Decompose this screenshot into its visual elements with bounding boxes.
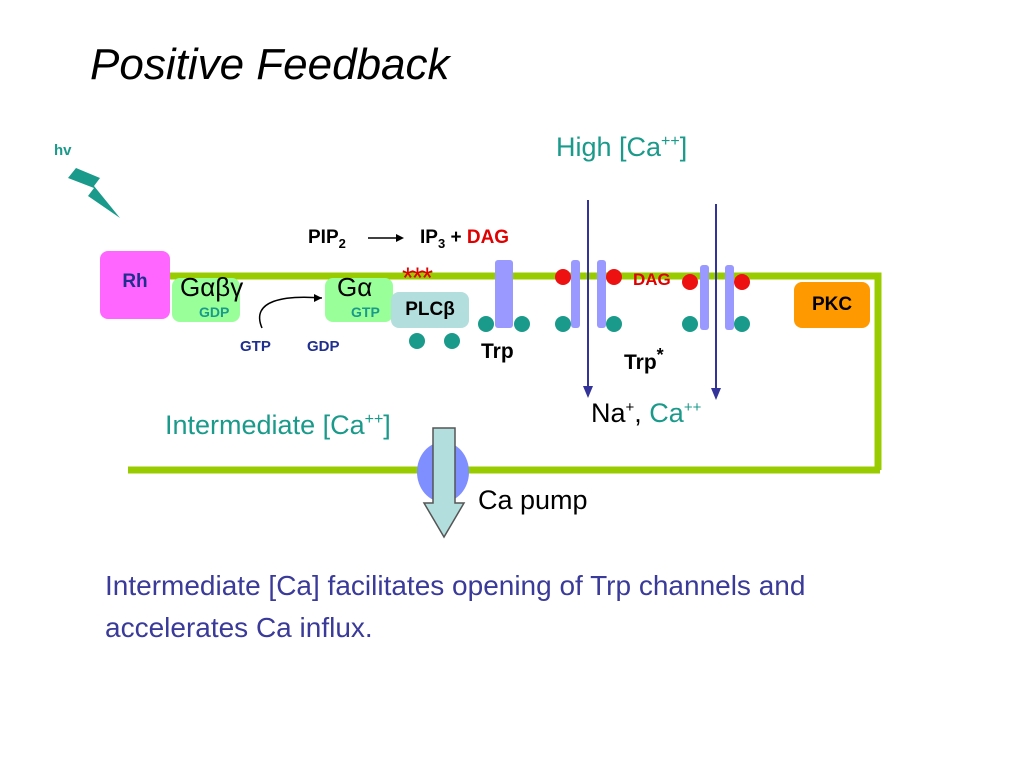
g-abg-box	[172, 278, 240, 322]
dag-dot	[606, 269, 622, 285]
trp-channel-2a	[571, 260, 580, 328]
dag-label: DAG	[633, 270, 671, 289]
g-a-box	[325, 278, 393, 322]
exchange-gtp: GTP	[240, 338, 271, 355]
dag-dot	[682, 274, 698, 290]
light-label: hv	[54, 142, 72, 159]
dag-dot	[555, 269, 571, 285]
membrane-top	[168, 272, 882, 470]
g-abg-label: Gαβγ	[180, 272, 244, 302]
channel-dot	[514, 316, 530, 332]
lightning-icon	[68, 168, 120, 218]
trp-label: Trp	[481, 340, 514, 363]
channel-dot	[478, 316, 494, 332]
exchange-arrow	[259, 296, 323, 329]
rh-label: Rh	[122, 271, 148, 292]
exchange-arrow-head	[314, 294, 322, 302]
pkc-box: PKC	[794, 282, 870, 328]
trp-channel-3a	[700, 265, 709, 330]
pkc-label: PKC	[811, 294, 853, 315]
ca-pump-label: Ca pump	[478, 485, 588, 515]
plc-label: PLCβ	[405, 299, 455, 320]
reaction-products: IP3 + DAG	[420, 227, 510, 251]
activation-stars: ***	[402, 262, 433, 295]
reaction-arrow-head	[396, 234, 404, 242]
channel-dot	[555, 316, 571, 332]
pump-arrow	[422, 427, 466, 539]
trp-star-label: Trp*	[624, 345, 664, 374]
exchange-gdp: GDP	[307, 338, 340, 355]
page-title: Positive Feedback	[90, 40, 450, 89]
ip3-dot	[409, 333, 425, 349]
channel-dot	[734, 316, 750, 332]
ip3-dot	[444, 333, 460, 349]
high-ca-label: High [Ca++]	[556, 132, 688, 162]
g-a-sub: GTP	[351, 304, 380, 320]
trp-channel-2b	[597, 260, 606, 328]
caption: Intermediate [Ca] facilitates opening of…	[105, 570, 806, 643]
channel-dot	[606, 316, 622, 332]
influx-arrow-1-head	[583, 386, 593, 398]
intermediate-ca-label: Intermediate [Ca++]	[165, 410, 391, 440]
dag-dot	[734, 274, 750, 290]
trp-channel-1	[495, 260, 513, 328]
rhodopsin-box: Rh	[100, 251, 170, 319]
influx-label: Na+, Ca++	[591, 398, 702, 428]
influx-arrow-2-head	[711, 388, 721, 400]
channel-dot	[682, 316, 698, 332]
plc-box: PLCβ	[391, 292, 469, 328]
reaction-pip2: PIP2	[308, 227, 346, 251]
trp-channel-3b	[725, 265, 734, 330]
g-abg-sub: GDP	[199, 304, 230, 320]
g-a-label: Gα	[337, 272, 373, 302]
